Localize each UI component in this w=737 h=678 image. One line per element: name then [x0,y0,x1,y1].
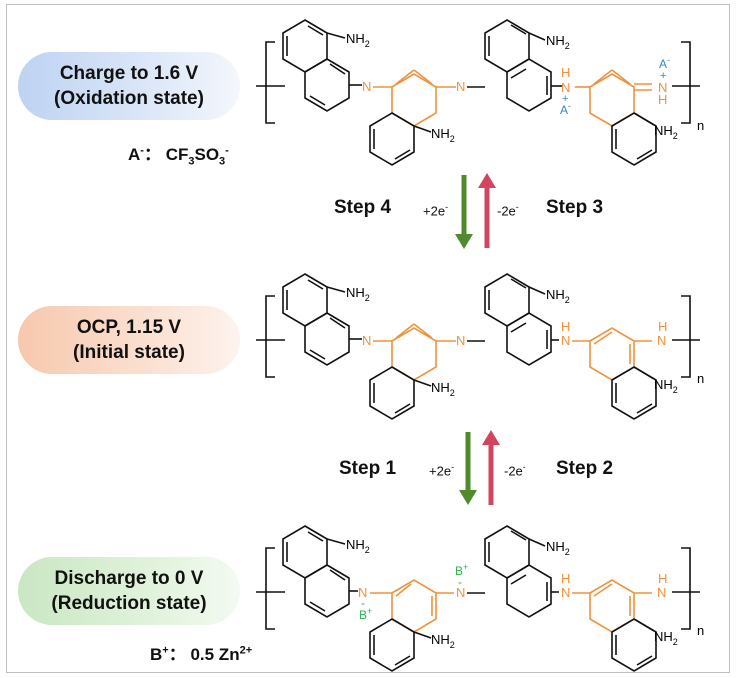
anion-note: A-： CF3SO3- [128,144,229,168]
svg-text:B+: B+ [359,606,372,622]
step4-label: Step 4 [334,197,392,218]
plus-2e-bottom: +2e- [429,462,455,479]
plus-2e-top: +2e- [423,202,449,219]
svg-text:NH2: NH2 [346,537,370,555]
minus-2e-bottom: -2e- [504,462,526,479]
svg-text:NH2: NH2 [431,632,455,650]
repeat-n-initial: n [697,371,704,386]
repeat-n: n [697,118,704,133]
svg-text:N: N [456,333,465,348]
svg-text:N: N [456,585,465,600]
svg-text:A-: A- [560,101,571,117]
svg-text:NH2: NH2 [431,380,455,398]
reduction-line2: (Reduction state) [51,593,207,614]
svg-text:H: H [561,65,570,80]
minus-2e-top: -2e- [497,202,519,219]
svg-text:N: N [561,80,570,95]
svg-text:N: N [561,585,570,600]
svg-text:N: N [657,585,666,600]
cation-note: B+： 0.5 Zn2+ [150,644,253,664]
svg-text:H: H [561,571,570,586]
svg-text:NH2: NH2 [346,285,370,303]
svg-text:N: N [561,333,570,348]
step3-label: Step 3 [546,197,604,218]
oxidation-line2: (Oxidation state) [54,88,204,109]
svg-text:NH2: NH2 [654,123,678,141]
repeat-n-reduction: n [697,623,704,638]
svg-text:N: N [358,585,367,600]
svg-text:+: + [562,93,568,105]
oxidation-line1: Charge to 1.6 V [59,63,199,84]
svg-text:+: + [660,70,666,82]
figure-frame [6,4,730,673]
svg-text:N: N [658,80,667,95]
svg-text:N: N [362,333,371,348]
repeat-bracket-left [265,41,275,124]
naphthalene-unit-1 [282,19,362,112]
svg-text:H: H [658,571,667,586]
step1-label: Step 1 [339,458,397,479]
reduction-line1: Discharge to 0 V [54,568,204,589]
naphthalene-unit-2 [467,19,552,112]
initial-state-label: OCP, 1.15 V (Initial state) [18,306,240,374]
repeat-bracket-right [681,41,691,124]
step2-label: Step 2 [556,458,614,479]
svg-text:NH2: NH2 [546,33,570,51]
initial-line1: OCP, 1.15 V [76,317,182,338]
svg-text:NH2: NH2 [654,377,678,395]
svg-text:NH2: NH2 [654,629,678,647]
svg-text:H: H [561,319,570,334]
svg-text:H: H [658,319,667,334]
svg-text:A-: A- [659,55,670,71]
svg-text:-: - [361,596,365,610]
svg-text:N: N [362,79,371,94]
svg-text:N: N [657,333,666,348]
svg-text:N: N [456,79,465,94]
initial-line2: (Initial state) [73,342,185,363]
svg-text:NH2: NH2 [546,539,570,557]
svg-text:B+: B+ [455,562,468,578]
oxidation-state-label: Charge to 1.6 V (Oxidation state) [18,52,240,120]
svg-text:NH2: NH2 [346,31,370,49]
svg-text:NH2: NH2 [546,287,570,305]
svg-text:NH2: NH2 [431,126,455,144]
svg-text:H: H [658,92,667,107]
reduction-state-label: Discharge to 0 V (Reduction state) [18,557,240,625]
svg-text:-: - [458,575,462,589]
